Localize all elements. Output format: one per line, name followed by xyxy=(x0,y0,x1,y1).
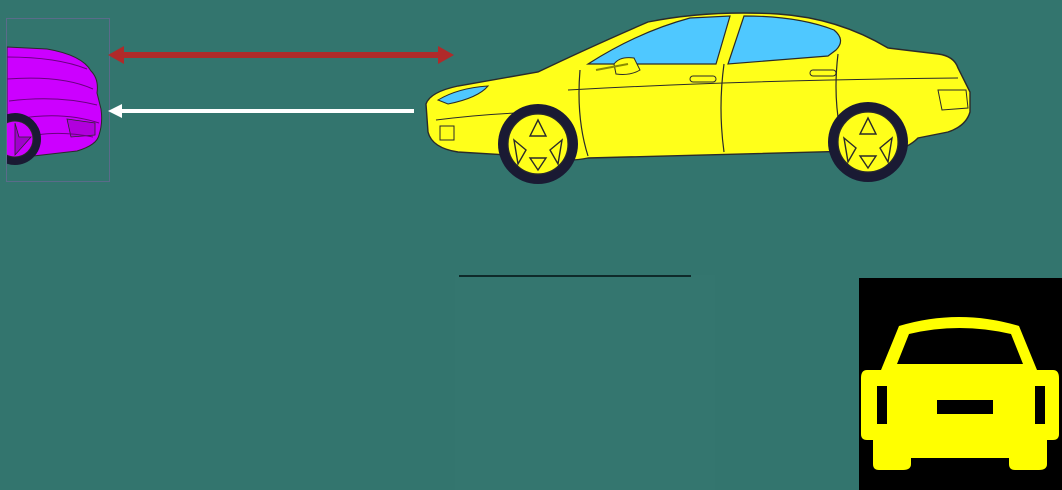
blank-panel-top-rule xyxy=(459,275,691,277)
signal-left-arrow-icon xyxy=(108,103,414,119)
front-car-frame xyxy=(6,18,110,182)
front-car-rear-icon xyxy=(7,19,110,182)
main-car-side-icon xyxy=(418,8,978,188)
distance-double-arrow-icon xyxy=(108,44,454,66)
car-front-icon xyxy=(859,278,1062,490)
blank-panel xyxy=(455,275,715,490)
warning-indicator xyxy=(859,278,1062,490)
